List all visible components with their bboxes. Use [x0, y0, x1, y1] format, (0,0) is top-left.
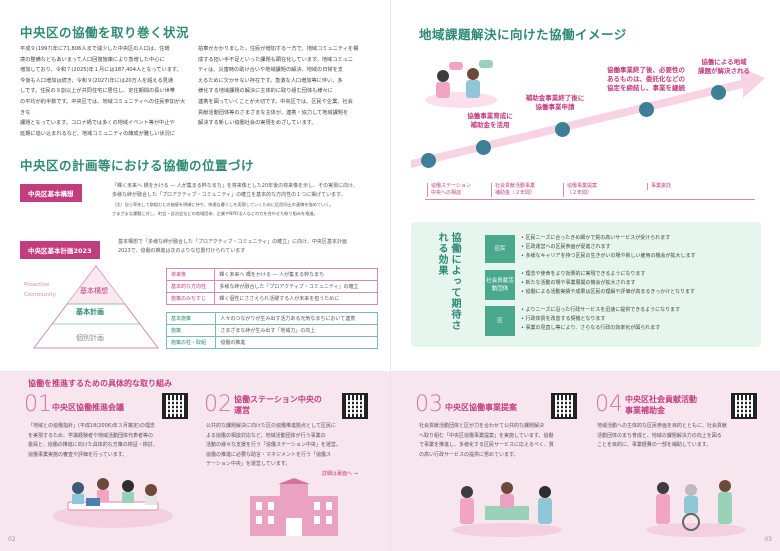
plan1-tag: 中央区基本構想	[20, 184, 82, 202]
card1-text: 「地域との協働指針」(平成18(2006)年３月策定)の理念 を実現するため、学…	[28, 423, 158, 458]
card1-number: 01	[24, 392, 52, 417]
plan2-tag: 中央区基本計画2023	[20, 241, 100, 259]
page-number-right: 03	[764, 536, 772, 543]
card1-title: 中央区協働推進会議	[52, 403, 124, 412]
pink-footer-band-right	[391, 371, 780, 551]
step-proposal: 協働事業提案（２年間）	[563, 183, 597, 197]
table-row: 施策のみちすじ輝く個性にささえられ活躍する人が未来を担うために	[165, 292, 378, 305]
table-row: 施策の柱・取組協働の推進	[165, 336, 378, 349]
right-page: 地域課題解決に向けた協働イメージ 協働事業育成に 補助金を活用 補助金事業終了後…	[390, 0, 780, 551]
card4-number: 04	[595, 392, 623, 417]
table-row: 基本施策人々のつながりが生み出す活力ある元気なまちにおいて連携	[165, 312, 378, 325]
plan2-text: 基本構想で「多様な絆が融合した「プロアクティブ・コミュニティ」の確立」に向け、中…	[118, 239, 347, 254]
table-row: 将来像輝く未来へ 橋をかける ― 人が集まる粋なまち	[165, 268, 378, 281]
card2-number: 02	[204, 392, 232, 417]
plan-pyramid	[32, 265, 160, 349]
pyramid-top-label: 基本構想	[80, 287, 108, 295]
card4-title: 中央区社会貢献活動 事業補助金	[625, 395, 697, 415]
card4-text: 地域活動への主体的な区民参画を目的とともに、社会貢献 活動団体のまち育成と、地域…	[597, 423, 727, 448]
card1-qr-code[interactable]	[162, 393, 188, 419]
pyramid-side-label-2: Community	[24, 292, 56, 298]
meeting-illustration	[53, 478, 173, 528]
effect-list-ward: • よりニーズに沿った行政サービスを迅速に提供できるようになります • 行政体質…	[521, 307, 681, 331]
effect-tag-residents: 区民	[485, 235, 515, 263]
card3-title: 中央区協働事業提案	[445, 403, 517, 412]
card2-qr-code[interactable]	[342, 393, 368, 419]
heading-plan-position: 中央区の計画等における協働の位置づけ	[20, 155, 255, 176]
card2-text: 公共的な課題解決に向けた区の協働推進拠点として区民に よる協働の相談対応など、地…	[206, 423, 341, 467]
card2-title: 協働ステーション中央の 運営	[234, 395, 322, 415]
stage-label-4: 協働による地域 課題が解決される	[698, 58, 750, 75]
progress-arrow	[411, 68, 765, 168]
stage-dot-5	[711, 85, 726, 100]
expected-effects-panel	[411, 222, 761, 347]
intro-text-col1: 平成９(1997)年に71,806人まで減少した中央区の人口は、住環 境の整備な…	[20, 46, 186, 137]
details-on-back-link[interactable]: 詳細は裏面へ →	[322, 471, 358, 477]
table-basic-concept: 将来像輝く未来へ 橋をかける ― 人が集まる粋なまち 基本的な方向性多様な絆が融…	[165, 268, 378, 305]
card3-qr-code[interactable]	[551, 393, 577, 419]
pyramid-middle-label: 基本計画	[76, 308, 104, 316]
community-support-illustration	[646, 480, 746, 537]
step-commission: 事業委託	[647, 183, 671, 190]
heading-collaboration-image: 地域課題解決に向けた協働イメージ	[419, 24, 627, 45]
people-chatting-illustration	[425, 60, 497, 108]
section-concrete-efforts-title: 協働を推進するための具体的な取り組み	[28, 379, 172, 388]
stage-dot-3	[555, 122, 570, 137]
effect-list-residents: • 区民ニーズに合ったきめ細かで質の高いサービスが受けられます • 区政運営への…	[521, 235, 696, 259]
left-page: 中央区の協働を取り巻く状況 平成９(1997)年に71,806人まで減少した中央…	[0, 22, 390, 551]
pyramid-side-label-1: Proactive	[24, 282, 50, 288]
steps-divider	[425, 199, 755, 200]
station-building-illustration	[250, 478, 338, 536]
table-row: 施策さまざまな絆が生み出す「地域力」の向上	[165, 324, 378, 337]
step-consultation: 協働ステーション中央への相談	[427, 183, 471, 197]
table-row: 基本的な方向性多様な絆が融合した「プロアクティブ・コミュニティ」の確立	[165, 280, 378, 293]
pyramid-bottom-label: 個別計画	[76, 334, 104, 342]
effects-title: 協働によって期待される効果	[436, 232, 460, 331]
card3-number: 03	[415, 392, 443, 417]
effect-tag-ward: 区	[485, 306, 515, 336]
stage-dot-1	[421, 153, 436, 168]
heading-collaboration-situation: 中央区の協働を取り巻く状況	[20, 22, 190, 43]
intro-text-col2: 拍車がかかりました。住民が増加する一方で、地域コミュニティを構 成する担い手不足…	[198, 46, 359, 127]
step-subsidy: 社会貢献活動事業補助金（２年間）	[491, 183, 535, 197]
card3-text: 社会貢献活動団体と区が力を合わせて公共的な課題解決 へ取り組む「中央区協働事業提…	[419, 423, 554, 458]
stage-label-1: 協働事業育成に 補助金を活用	[467, 112, 513, 129]
stage-dot-4	[639, 102, 654, 117]
page-number-left: 02	[8, 536, 16, 543]
card4-qr-code[interactable]	[731, 393, 757, 419]
stage-label-3: 協働事業終了後、必要性の あるものは、委託化などの 協定を締結し、事業を継続	[607, 66, 685, 92]
effect-tag-organizations: 社会貢献活動団体	[485, 270, 515, 300]
table-basic-plan: 基本施策人々のつながりが生み出す活力ある元気なまちにおいて連携 施策さまざまな絆…	[165, 312, 378, 349]
stage-dot-2	[476, 140, 491, 155]
team-illustration	[452, 482, 562, 537]
plan1-text: 「輝く未来へ 橋をかける ― 人が集まる粋なまち」を将来像とした20年後の将来像…	[112, 183, 358, 216]
stage-label-2: 補助金事業終了後に 協働事業申請	[525, 94, 585, 111]
effect-list-organizations: • 理念や使命をより効果的に実現できるようになります • 新たな活動の場や事業展…	[521, 271, 696, 295]
